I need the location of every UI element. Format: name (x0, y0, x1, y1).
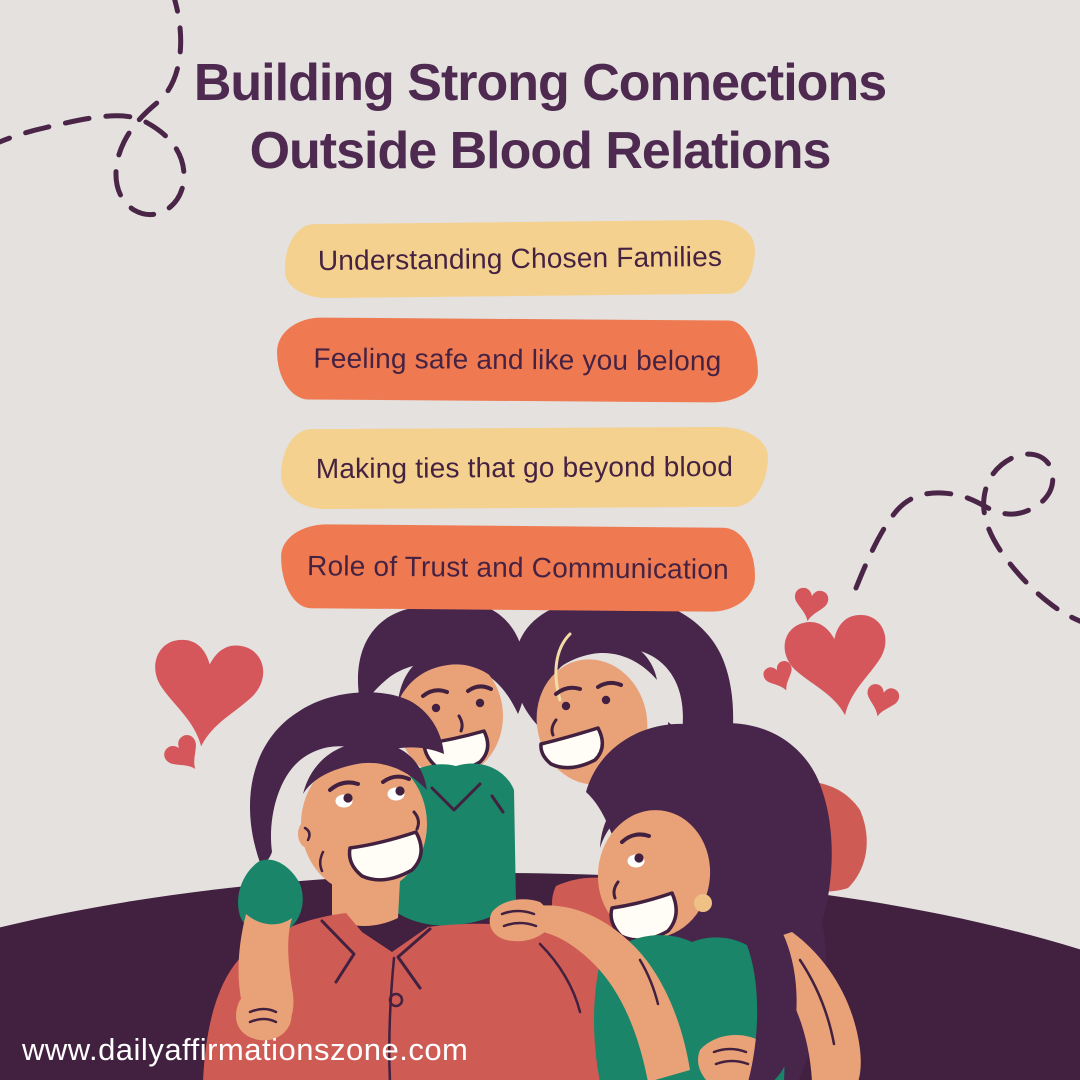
earring-icon (694, 894, 712, 912)
boy-hand (236, 990, 292, 1041)
woman-back-fringe (542, 636, 657, 690)
man-hair (250, 692, 444, 868)
woman-back-face-details (539, 680, 623, 770)
topic-banner-2-label: Feeling safe and like you belong (313, 342, 722, 377)
boy-shirt-collar (430, 782, 505, 814)
topic-banner-4-label: Role of Trust and Communication (307, 550, 729, 585)
boy-sleeve (238, 859, 303, 935)
woman-front-face-details (609, 832, 678, 942)
website-url: www.dailyaffirmationszone.com (22, 1032, 469, 1067)
person-man (203, 692, 667, 1080)
dashed-squiggle-right-icon (853, 451, 1080, 624)
title-line-2: Outside Blood Relations (249, 121, 832, 180)
woman-front-fringe (600, 785, 716, 848)
boy-arm (236, 859, 303, 1041)
topic-banner-3-label: Making ties that go beyond blood (315, 450, 734, 485)
person-woman-front (489, 723, 861, 1080)
topic-banner-3: Making ties that go beyond blood (280, 426, 769, 510)
topic-banner-2: Feeling safe and like you belong (276, 317, 759, 403)
man-hair-fringe (303, 741, 427, 794)
woman-front-arm-across (532, 905, 690, 1080)
man-shirt-collar (320, 919, 582, 1080)
person-boy (357, 588, 526, 926)
man-smile (347, 830, 423, 882)
heart-icon-right-small-3 (861, 682, 901, 721)
man-ear (298, 820, 318, 848)
woman-back-smile (539, 726, 605, 770)
page-title: Building Strong Connections Outside Bloo… (0, 50, 1080, 185)
family-group-hug-illustration (203, 588, 867, 1080)
boy-face-details (421, 684, 493, 773)
heart-icon-left-large (147, 637, 266, 752)
woman-front-hand-on-shoulder (489, 899, 551, 942)
topic-banner-1: Understanding Chosen Families (284, 219, 756, 299)
topic-banner-4: Role of Trust and Communication (280, 523, 756, 613)
woman-front-smile (609, 891, 678, 942)
boy-hair-fringe (398, 648, 508, 702)
dashed-squiggle-top-left-icon (0, 0, 187, 218)
man-neck (332, 880, 400, 926)
woman-front-hair-strand (742, 902, 797, 1080)
topic-banner-1-label: Understanding Chosen Families (317, 240, 723, 277)
heart-icon-right-small-1 (790, 586, 830, 625)
boy-smile (422, 729, 490, 773)
title-line-1: Building Strong Connections (193, 54, 887, 112)
man-face-details (303, 774, 423, 882)
